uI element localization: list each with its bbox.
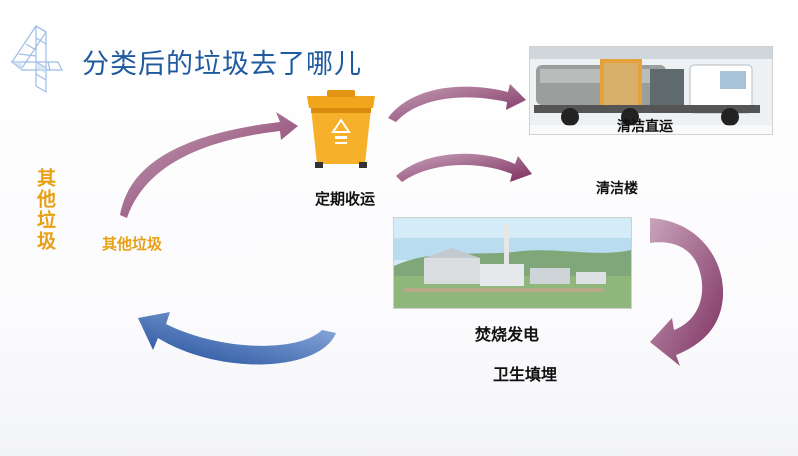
truck-label: 清洁直运 bbox=[617, 119, 673, 135]
arrow-to-truck bbox=[388, 84, 526, 122]
category-vertical-text: 其他垃圾 bbox=[34, 168, 56, 252]
collection-label: 定期收运 bbox=[315, 190, 376, 208]
power-plant-photo bbox=[393, 217, 632, 309]
category-label: 其他垃圾 bbox=[102, 235, 163, 253]
arrow-to-landfill bbox=[650, 218, 724, 366]
cleaning-station-label: 清洁楼 bbox=[596, 181, 638, 197]
garbage-truck-photo bbox=[529, 46, 773, 135]
trash-bin-icon bbox=[305, 86, 377, 170]
geometric-logo-icon bbox=[6, 22, 68, 96]
arrow-return bbox=[138, 312, 336, 365]
arrow-to-station bbox=[396, 153, 532, 182]
arrow-to-bin bbox=[120, 112, 298, 218]
landfill-label: 卫生填埋 bbox=[493, 365, 558, 384]
incineration-label: 焚烧发电 bbox=[475, 325, 540, 344]
slide-title: 分类后的垃圾去了哪儿 bbox=[82, 49, 362, 80]
